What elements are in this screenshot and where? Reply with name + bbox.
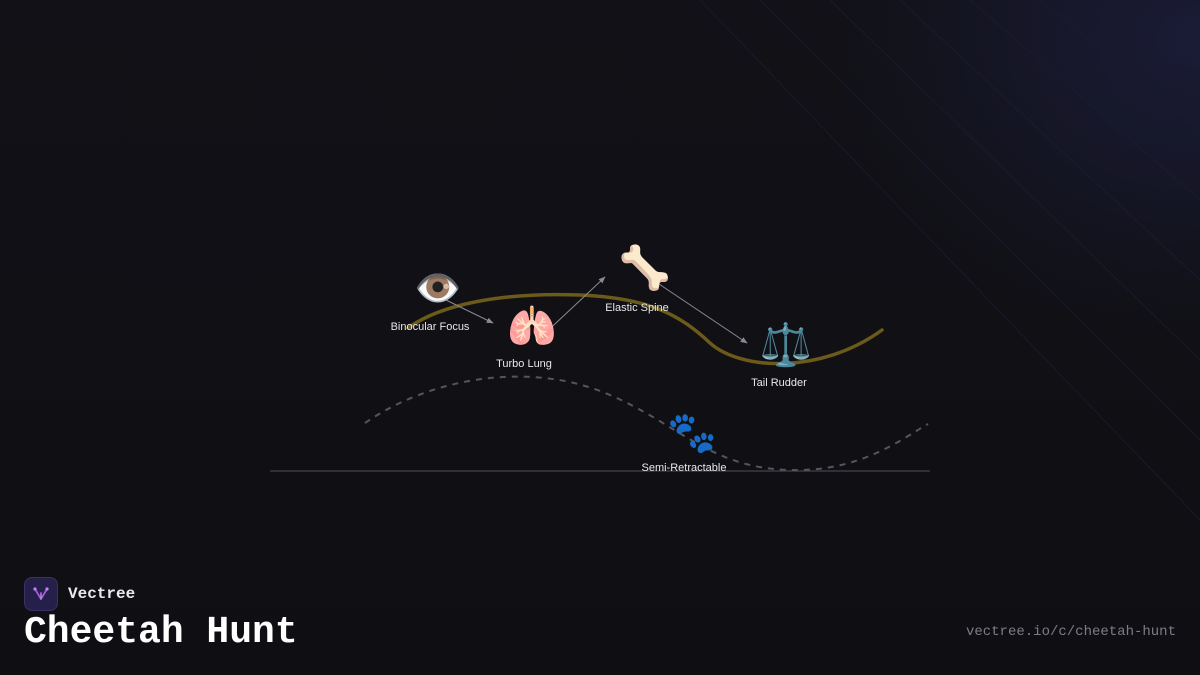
eye-icon: 👁️ — [414, 266, 461, 310]
connector-binocular-to-turbo — [445, 299, 494, 324]
brand-name: Vectree — [68, 585, 136, 603]
connector-spine-to-tail — [655, 281, 748, 344]
node-elastic-spine[interactable]: 🦴 Elastic Spine — [605, 242, 671, 314]
page-url[interactable]: vectree.io/c/cheetah-hunt — [965, 624, 1176, 640]
scales-icon: ⚖️ — [760, 320, 812, 369]
node-label: Elastic Spine — [605, 302, 669, 314]
vectree-logo-icon — [24, 577, 58, 611]
dashed-curve — [364, 375, 929, 472]
node-label: Semi-Retractable — [642, 462, 727, 474]
node-semi-retractable[interactable]: 🐾 Semi-Retractable — [642, 410, 727, 474]
lungs-icon: 🫁 — [507, 304, 557, 350]
paw-prints-icon: 🐾 — [667, 410, 717, 456]
page-title: Cheetah Hunt — [24, 611, 298, 654]
connector-turbo-to-spine — [539, 276, 606, 339]
bone-icon: 🦴 — [619, 242, 671, 292]
node-binocular-focus[interactable]: 👁️ Binocular Focus — [391, 266, 470, 333]
brand: Vectree — [24, 577, 135, 611]
node-tail-rudder[interactable]: ⚖️ Tail Rudder — [751, 320, 812, 389]
main-curve — [406, 292, 884, 366]
connectors — [445, 276, 748, 344]
node-turbo-lung[interactable]: 🫁 Turbo Lung — [496, 304, 557, 370]
vectree-logo-mark — [33, 587, 49, 600]
node-label: Tail Rudder — [751, 377, 807, 389]
node-label: Turbo Lung — [496, 358, 552, 370]
node-label: Binocular Focus — [391, 321, 470, 333]
